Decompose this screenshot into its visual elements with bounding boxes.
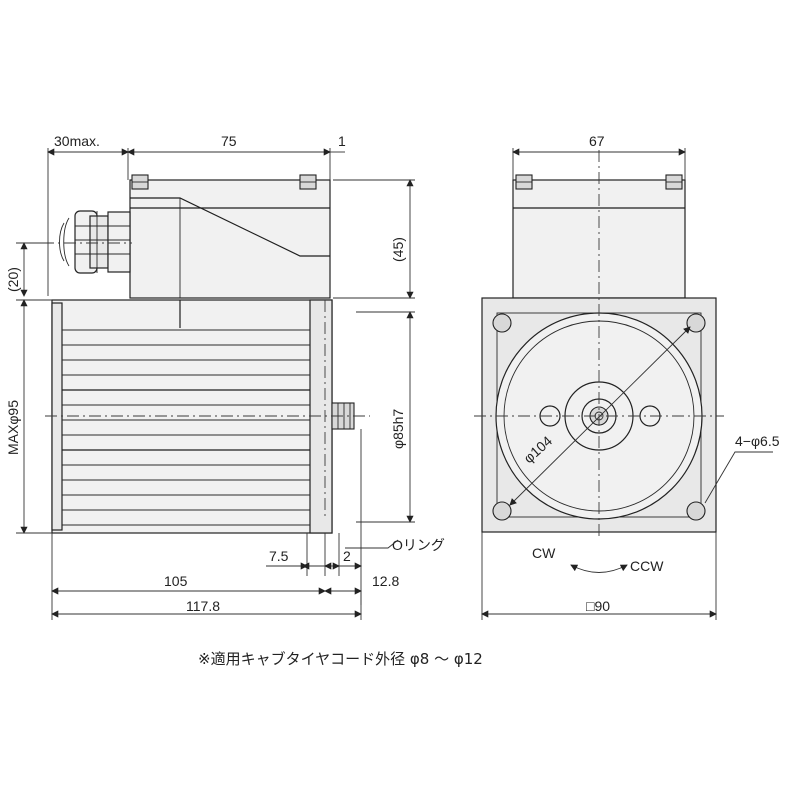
motor-front-plate [309, 299, 333, 534]
label-right-85: φ85h7 [390, 409, 406, 449]
front-view: 67 φ104 4−φ6.5 CW CCW □90 [474, 133, 780, 620]
rotation-arc [570, 564, 628, 573]
label-bottom-2: 2 [343, 548, 351, 564]
side-view: 30max. 75 1 (20) MAXφ95 (45) φ85h7 7.5 2… [5, 133, 445, 620]
mount-hole-top-left [492, 313, 512, 333]
label-front-holes: 4−φ6.5 [735, 433, 780, 449]
terminal-box-slope [130, 197, 330, 257]
label-cw: CW [532, 545, 556, 561]
side-dimensions [16, 148, 415, 620]
motor-body [51, 299, 333, 534]
front-diameter-line [509, 326, 691, 506]
label-ccw: CCW [630, 558, 664, 574]
cable-gland [59, 210, 131, 274]
motor-fins [62, 329, 310, 526]
label-front-90: □90 [586, 598, 610, 614]
terminal-box-screws-left [131, 174, 317, 190]
label-bottom-75: 7.5 [269, 548, 289, 564]
label-top-left: 30max. [54, 133, 100, 149]
label-left-20: (20) [5, 267, 21, 292]
mount-hole-top-right [686, 313, 706, 333]
label-right-45: (45) [390, 237, 406, 262]
label-top-right: 1 [338, 133, 346, 149]
terminal-box [129, 179, 331, 299]
label-oring: Oリング [392, 537, 445, 553]
label-front-67: 67 [589, 133, 605, 149]
label-bottom-1178: 117.8 [186, 598, 220, 614]
mount-hole-bottom-left [492, 501, 512, 521]
mount-hole-bottom-right [686, 501, 706, 521]
label-bottom-105: 105 [164, 573, 188, 589]
motor-front-rim [51, 302, 63, 531]
label-bottom-128: 12.8 [372, 573, 399, 589]
label-top-mid: 75 [221, 133, 237, 149]
label-left-95: MAXφ95 [5, 400, 21, 455]
footnote: ※適用キャブタイヤコード外径 φ8 〜 φ12 [198, 650, 483, 668]
